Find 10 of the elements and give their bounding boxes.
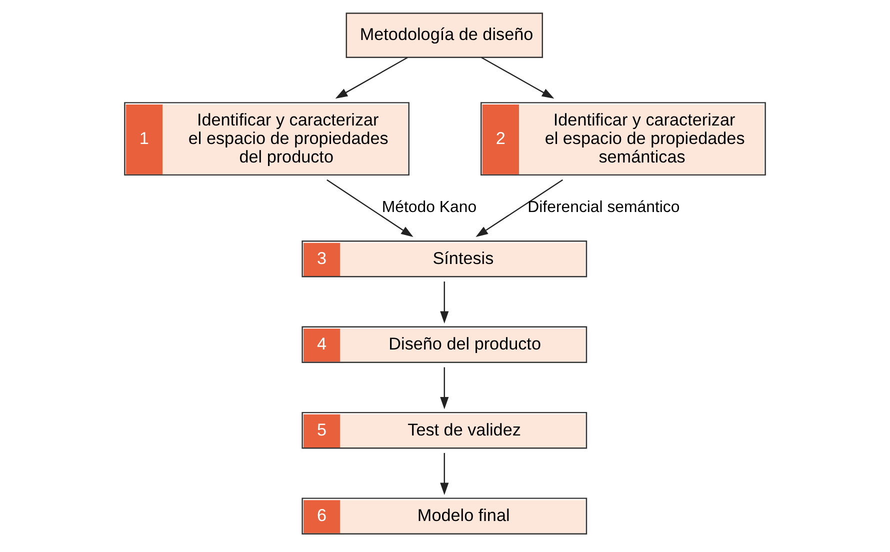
edge-label: Diferencial semántico [528,199,680,216]
node-box: Metodología de diseño [346,12,543,58]
arrow [440,282,449,324]
edge-label: Método Kano [382,199,477,216]
arrow [476,179,563,238]
arrow [440,453,449,496]
arrow [335,56,408,99]
arrow [440,367,449,410]
arrow [326,179,414,238]
arrow [481,56,554,99]
